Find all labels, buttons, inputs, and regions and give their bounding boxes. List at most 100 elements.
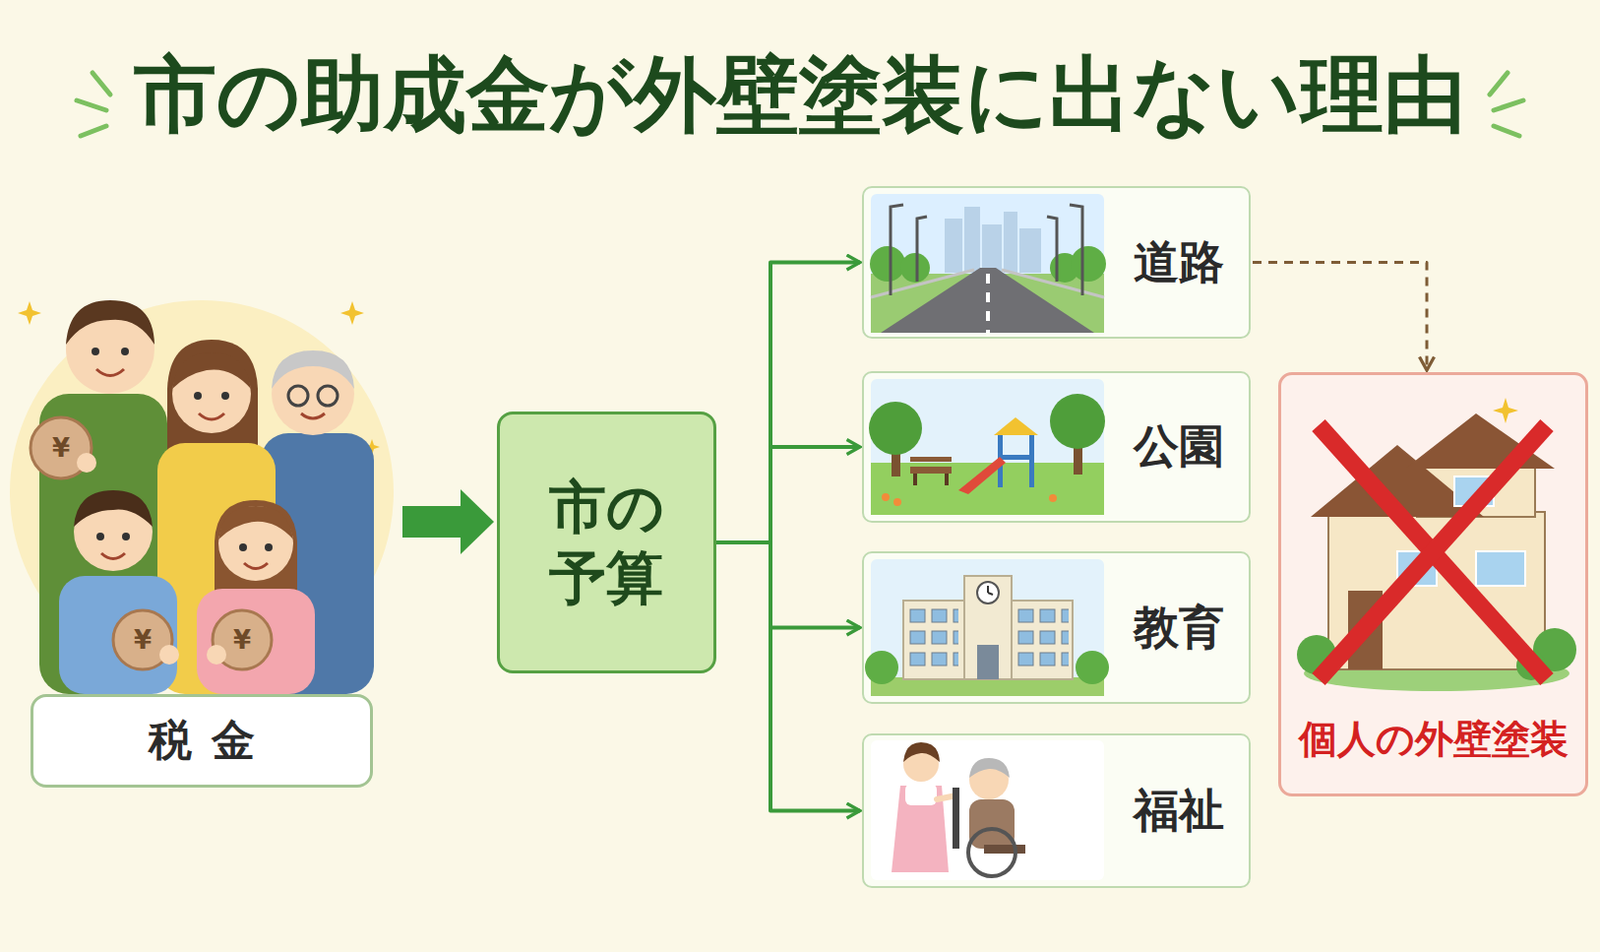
box-background-part <box>861 551 1251 704</box>
flow-arrow <box>1252 262 1427 371</box>
family-illustration-part <box>218 505 294 540</box>
road-picture-part <box>870 193 1105 333</box>
house-picture-part <box>1318 425 1547 679</box>
category-label: 福祉 <box>1133 780 1225 842</box>
family-illustration-part <box>221 391 230 400</box>
title-accent-part <box>76 100 107 111</box>
title-accent-part <box>1493 100 1524 111</box>
box-background <box>861 185 1589 888</box>
road-picture-part-part <box>964 206 981 273</box>
house-picture <box>1296 397 1577 691</box>
family-illustration-part <box>91 347 100 356</box>
category-box: 公園 <box>861 370 1251 523</box>
park-picture-part-part <box>893 497 902 506</box>
arrow-line <box>1252 262 1427 371</box>
title-accent-part <box>80 125 107 136</box>
category-label: 公園 <box>1133 416 1225 478</box>
road-picture-part-part <box>1069 204 1083 296</box>
park-picture-part <box>910 466 952 474</box>
category-box: 教育 <box>861 551 1251 704</box>
road-picture-part-part <box>917 216 927 282</box>
road-picture <box>869 193 1107 333</box>
park-picture <box>868 378 1106 515</box>
excluded-label: 個人の外壁塗装 <box>1298 712 1569 766</box>
road-picture-part-part <box>869 246 906 282</box>
welfare-picture-part <box>952 787 960 849</box>
family-illustration-part <box>73 490 153 527</box>
school-picture-part <box>977 581 999 604</box>
park-picture-part <box>910 456 952 462</box>
family-illustration-part <box>59 575 178 694</box>
family-illustration-part <box>317 385 338 406</box>
arrow-head <box>460 489 494 554</box>
process-box: 市の予算 <box>496 411 717 674</box>
welfare-picture-part <box>903 741 940 762</box>
school-picture-part <box>977 644 999 679</box>
family-illustration-part <box>218 505 294 581</box>
family-illustration-part <box>121 347 129 356</box>
welfare-picture <box>870 739 1105 880</box>
family-illustration-part <box>65 300 155 345</box>
family-illustration-part <box>159 644 180 665</box>
diagram-title: 市の助成金が外壁塗装に出ない理由 <box>0 45 1600 145</box>
road-picture-part <box>985 273 990 333</box>
school-picture-part <box>1075 650 1109 684</box>
family-illustration-part <box>271 350 355 389</box>
road-picture-part <box>880 267 1095 333</box>
currency-symbol: ¥ <box>233 626 251 653</box>
family-illustration-part <box>288 385 308 406</box>
welfare-picture-part <box>905 783 937 805</box>
category-label: 道路 <box>1133 232 1225 294</box>
welfare-picture-part <box>969 799 1015 849</box>
welfare-picture-part <box>984 844 1026 854</box>
node-label: 市の予算 <box>548 471 666 615</box>
road-picture-part-part <box>1070 246 1107 282</box>
park-picture-part <box>997 454 1035 460</box>
currency-symbol: ¥ <box>133 626 152 653</box>
family-illustration <box>9 300 394 694</box>
family-illustration-part <box>340 301 365 325</box>
box-background-part <box>1278 371 1589 797</box>
road-picture-part-part <box>1046 216 1057 282</box>
school-picture-part <box>1017 606 1069 672</box>
road-picture-part-part <box>982 224 1002 273</box>
school-picture-part <box>870 558 1105 696</box>
currency-symbol: ¥ <box>52 434 70 461</box>
family-illustration-part <box>214 499 298 591</box>
park-picture-part <box>868 401 923 455</box>
park-picture-part <box>944 473 949 486</box>
title-accent-part <box>1489 72 1508 95</box>
family-illustration-part <box>96 532 105 541</box>
welfare-picture-part <box>870 739 1105 880</box>
family-illustration-part <box>244 562 268 569</box>
family-illustration-part <box>122 532 130 541</box>
school-picture <box>864 558 1109 696</box>
arrow-line <box>716 446 861 543</box>
family-illustration-part <box>172 352 251 389</box>
arrow-line <box>716 542 861 811</box>
node-label: 税金 <box>30 693 373 788</box>
box-background-part <box>861 185 1251 339</box>
box-background-part <box>861 370 1251 523</box>
road-picture-part <box>1001 269 1105 298</box>
road-picture-part <box>890 204 1083 296</box>
park-picture-part-part <box>1048 493 1057 502</box>
title-accent-part <box>92 72 111 95</box>
school-picture-part <box>987 585 993 595</box>
flow-arrow <box>716 262 861 544</box>
family-illustration-part <box>239 543 247 552</box>
road-picture-part-part <box>1003 211 1018 273</box>
arrow-line <box>716 542 861 628</box>
park-picture-part <box>993 417 1039 435</box>
family-illustration-part <box>196 588 315 694</box>
park-picture-part <box>1049 393 1106 449</box>
park-picture-part <box>881 492 1057 506</box>
arrow-line <box>716 262 861 544</box>
family-illustration-part <box>101 553 125 559</box>
family-illustration-part <box>206 644 227 665</box>
park-picture-part <box>1029 432 1035 488</box>
welfare-picture-part <box>969 757 1010 778</box>
flow-arrow <box>716 542 861 628</box>
welfare-picture-part <box>968 828 1016 876</box>
